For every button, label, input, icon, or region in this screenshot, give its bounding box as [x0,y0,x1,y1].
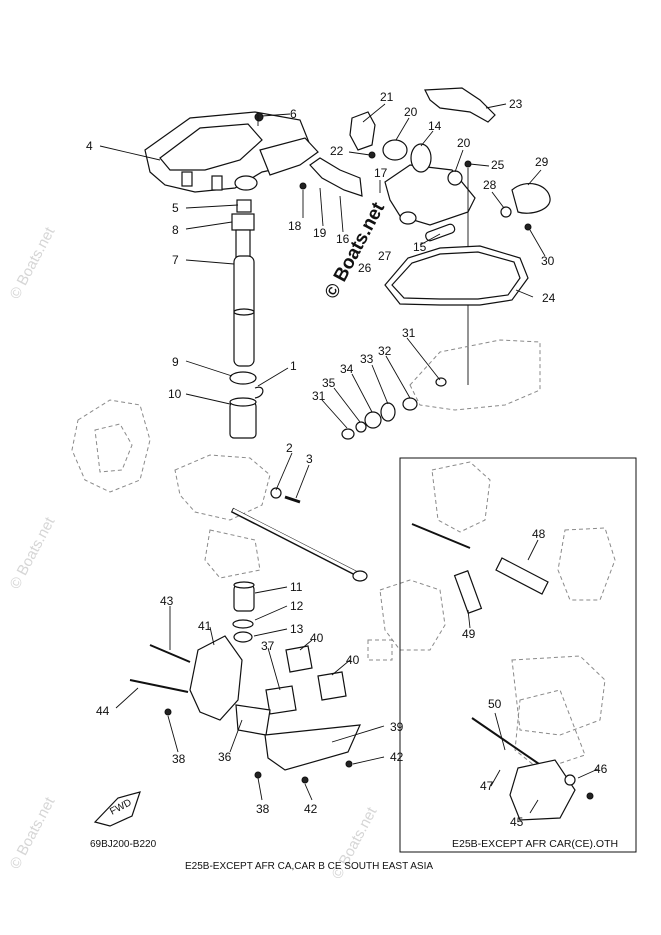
callout-6: 6 [290,107,297,121]
callout-9: 9 [172,355,179,369]
callout-3: 3 [306,452,313,466]
callout-11: 11 [290,580,303,594]
pads-37-40 [235,645,347,736]
callout-44: 44 [96,704,110,718]
callout-23: 23 [509,97,523,111]
watermark-left-top: © Boats.net [7,224,59,302]
callout-15: 15 [413,240,427,254]
clamp-bracket-right-ghost [367,579,446,661]
tilt-shaft [230,487,368,582]
callout-31b: 31 [312,389,326,403]
callout-21: 21 [380,90,394,104]
callout-27: 27 [378,249,392,263]
callout-8: 8 [172,223,179,237]
callout-26: 26 [358,261,372,275]
callout-36: 36 [218,750,232,764]
callout-50: 50 [488,697,502,711]
callout-31: 31 [402,326,416,340]
inset-caption: E25B-EXCEPT AFR CAR(CE).OTH [452,838,618,850]
callout-25: 25 [491,158,505,172]
callout-41: 41 [198,619,212,633]
plate-39 [254,724,361,784]
callout-30: 30 [541,254,555,268]
bushing-stack [232,581,255,643]
drawing-code: 69BJ200-B220 [90,839,157,850]
callout-20: 20 [404,105,418,119]
callout-labels: 1 2 3 4 5 6 7 8 9 10 11 12 13 14 15 16 1… [86,90,608,829]
callout-5: 5 [172,201,179,215]
callout-47: 47 [480,779,494,793]
callout-35: 35 [322,376,336,390]
callout-18: 18 [288,219,302,233]
plate-ghost [409,339,541,411]
callout-32: 32 [378,344,392,358]
callout-42b: 42 [304,802,318,816]
callout-19: 19 [313,226,327,240]
callout-7: 7 [172,253,179,267]
callout-43: 43 [160,594,174,608]
callout-34: 34 [340,362,354,376]
callout-45: 45 [510,815,524,829]
callout-38b: 38 [256,802,270,816]
callout-20b: 20 [457,136,471,150]
callout-4: 4 [86,139,93,153]
callout-33: 33 [360,352,374,366]
callout-48: 48 [532,527,546,541]
callout-16: 16 [336,232,350,246]
steering-handle-assembly [144,111,319,193]
callout-49: 49 [462,627,476,641]
callout-29: 29 [535,155,549,169]
rubber-seal-24 [384,245,529,306]
callout-39: 39 [390,720,404,734]
footer-note: E25B-EXCEPT AFR CA,CAR B CE SOUTH EAST A… [185,861,433,872]
callout-42: 42 [390,750,404,764]
washers-31-35 [341,377,447,440]
callout-1: 1 [290,359,297,373]
callout-14: 14 [428,119,442,133]
upper-right-assembly [299,87,551,385]
fwd-arrow-icon: FWD [93,791,141,827]
watermark-left-bottom: © Boats.net [7,794,59,872]
callout-28: 28 [483,178,497,192]
lower-bracket-41 [129,635,243,721]
callout-13: 13 [290,622,304,636]
callout-40b: 40 [346,653,360,667]
callout-10: 10 [168,387,182,401]
callout-38: 38 [172,752,186,766]
callout-12: 12 [290,599,304,613]
callout-40: 40 [310,631,324,645]
leader-lines [99,103,599,814]
watermark-left-mid: © Boats.net [7,514,59,592]
watermarks: © Boats.net © Boats.net © Boats.net © Bo… [7,198,390,881]
callout-2: 2 [286,441,293,455]
callout-37: 37 [261,639,275,653]
inset-box [399,457,637,853]
callout-22: 22 [330,144,344,158]
callout-17: 17 [374,166,388,180]
clamp-bracket-ghost [71,399,271,579]
callout-46: 46 [594,762,608,776]
steering-shaft [229,199,264,439]
callout-24: 24 [542,291,556,305]
